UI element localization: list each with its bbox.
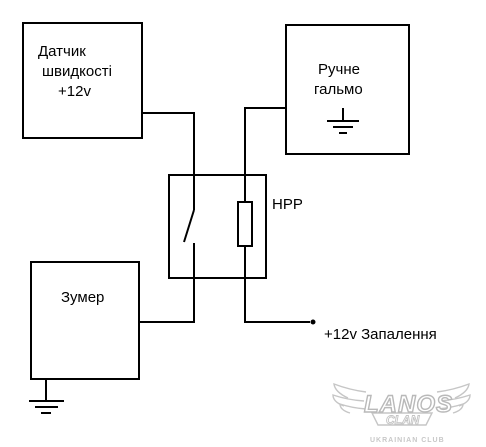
buzzer-block: Зумер xyxy=(30,261,140,380)
ignition-label: +12v Запалення xyxy=(324,326,437,343)
watermark-club: UKRAINIAN CLUB xyxy=(370,437,445,444)
speed-sensor-label-line1: Датчик xyxy=(38,43,86,60)
handbrake-label-line2: гальмо xyxy=(314,81,363,98)
relay-block: НРР xyxy=(168,174,303,279)
wire-relay-to-buzzer xyxy=(139,278,195,323)
relay-coil xyxy=(237,201,253,247)
watermark-brand: LANOS xyxy=(364,391,453,418)
relay-switch-contact xyxy=(183,176,195,278)
handbrake-block: Ручне гальмо xyxy=(285,24,410,155)
wire-relay-to-ignition xyxy=(244,278,310,323)
ignition-terminal: +12v Запалення xyxy=(310,319,437,343)
handbrake-label-line1: Ручне xyxy=(318,61,360,78)
wires xyxy=(139,107,310,323)
speed-sensor-block: Датчик швидкості +12v xyxy=(22,22,143,139)
watermark-wings xyxy=(332,382,471,426)
buzzer-ground-symbol xyxy=(29,380,64,414)
speed-sensor-label-line3: +12v xyxy=(58,83,91,100)
wire-speed-sensor-to-relay xyxy=(142,112,195,176)
speed-sensor-label-line2: швидкості xyxy=(42,63,112,80)
buzzer-label: Зумер xyxy=(61,289,104,306)
relay-label: НРР xyxy=(272,196,303,213)
watermark-sub: CLAN xyxy=(386,413,420,427)
lanos-clan-watermark: LANOS CLAN UKRAINIAN CLUB xyxy=(332,382,471,444)
handbrake-ground-symbol xyxy=(327,108,359,134)
wire-handbrake-to-relay xyxy=(244,107,286,176)
